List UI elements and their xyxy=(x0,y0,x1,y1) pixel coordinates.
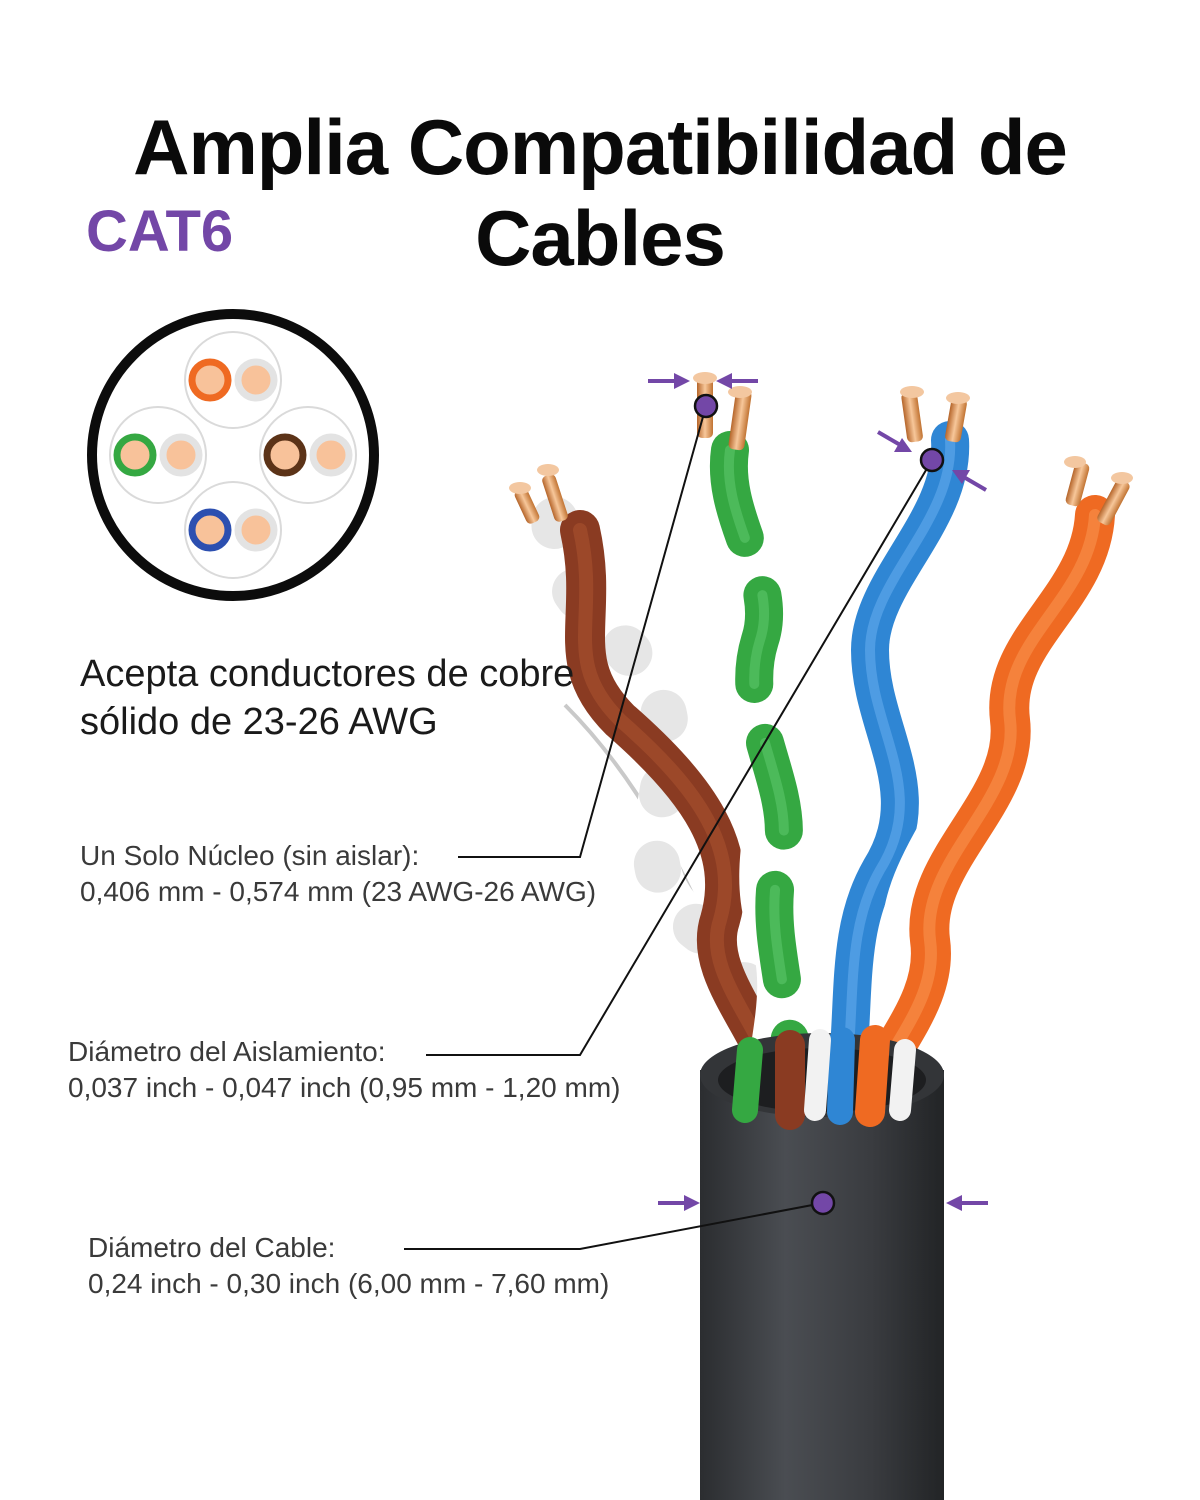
spec-cable-value: 0,24 inch - 0,30 inch (6,00 mm - 7,60 mm… xyxy=(88,1268,610,1299)
pair-brown-section xyxy=(259,406,357,504)
pair-blue-section xyxy=(184,481,282,579)
spec-core-label: Un Solo Núcleo (sin aislar): xyxy=(80,840,420,871)
pair-orange-section xyxy=(184,331,282,429)
leader-core xyxy=(458,405,707,858)
pair-green-section xyxy=(109,406,207,504)
description-line-1: Acepta conductores de cobre xyxy=(80,653,575,695)
marker-core xyxy=(693,393,719,419)
page-title: Amplia Compatibilidad de Cables xyxy=(133,103,1068,282)
spec-insulation-value: 0,037 inch - 0,047 inch (0,95 mm - 1,20 … xyxy=(68,1072,621,1103)
leader-cable xyxy=(404,1202,824,1250)
spec-core: Un Solo Núcleo (sin aislar): 0,406 mm - … xyxy=(80,838,596,910)
marker-insulation xyxy=(919,447,945,473)
pair-blue xyxy=(821,386,970,1142)
spec-cable: Diámetro del Cable: 0,24 inch - 0,30 inc… xyxy=(88,1230,609,1302)
pair-orange xyxy=(845,456,1133,1143)
cable-category: CAT6 xyxy=(86,199,234,264)
jacket-opening-strands xyxy=(732,1025,916,1130)
insulation-width-arrows xyxy=(876,430,988,492)
leader-insulation xyxy=(426,459,933,1056)
conductor-description: Acepta conductores de cobre sólido de 23… xyxy=(80,650,574,746)
spec-cable-label: Diámetro del Cable: xyxy=(88,1232,336,1263)
cable-width-arrows xyxy=(658,1195,988,1211)
twisted-pairs xyxy=(509,372,1133,1143)
spec-insulation: Diámetro del Aislamiento: 0,037 inch - 0… xyxy=(68,1034,620,1106)
marker-cable xyxy=(810,1190,836,1216)
cross-section-diagram xyxy=(87,309,379,601)
marker-dots xyxy=(693,393,945,1216)
description-line-2: sólido de 23-26 AWG xyxy=(80,701,438,743)
leader-lines xyxy=(404,405,933,1250)
core-width-arrows xyxy=(648,373,758,389)
spec-core-value: 0,406 mm - 0,574 mm (23 AWG-26 AWG) xyxy=(80,876,597,907)
spec-insulation-label: Diámetro del Aislamiento: xyxy=(68,1036,386,1067)
